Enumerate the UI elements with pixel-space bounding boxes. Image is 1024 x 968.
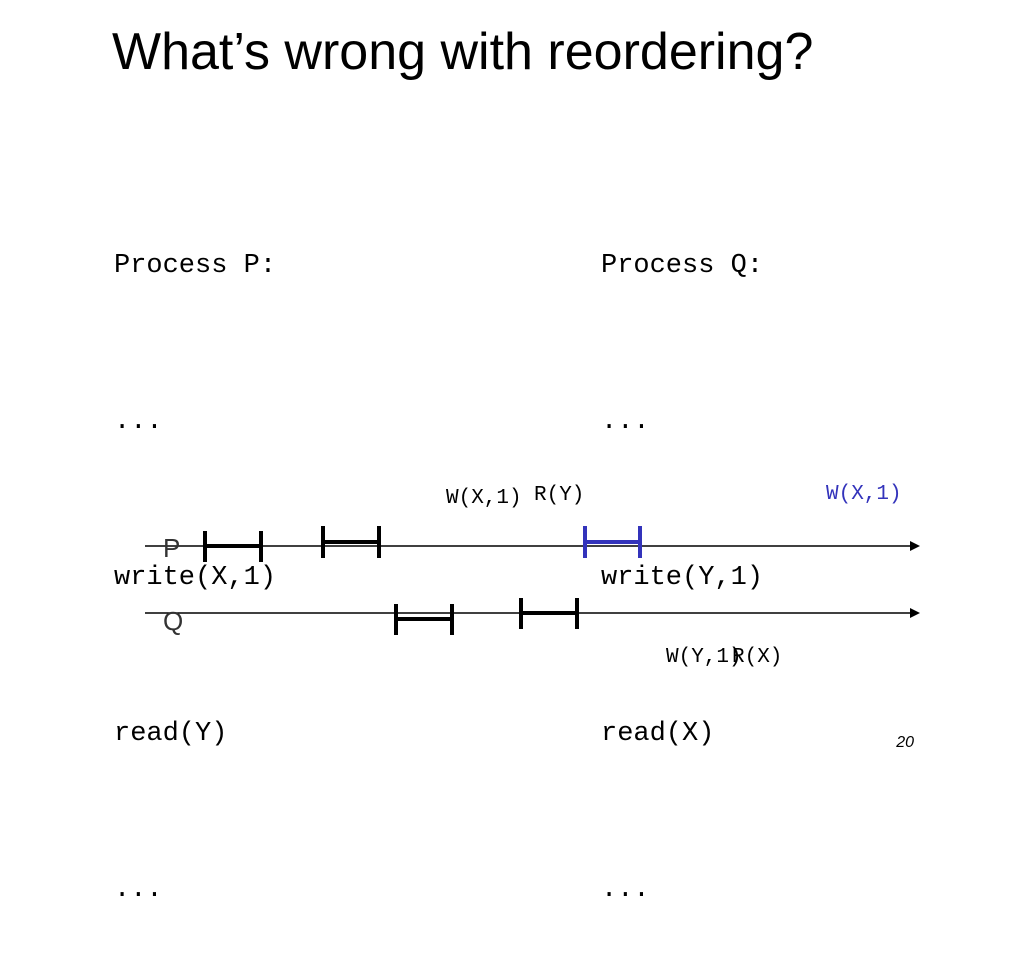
q-operation-interval [519, 598, 579, 629]
p-write-x-label: W(X,1) [446, 487, 522, 510]
process-q-line: ... [601, 875, 650, 905]
process-p-line: read(Y) [114, 719, 228, 749]
process-q-line: ... [601, 407, 650, 437]
q-operation-interval [394, 604, 454, 635]
process-p-line: Process P: [114, 251, 277, 281]
process-q-line: read(X) [601, 719, 715, 749]
process-p-code: Process P: ... write(X,1) read(Y) ... [114, 136, 276, 968]
page-number: 20 [896, 734, 914, 751]
p-moved-write-x-label: W(X,1) [826, 483, 902, 506]
p-read-y-label: R(Y) [534, 484, 584, 507]
q-timeline-label: Q [163, 606, 183, 636]
q-timeline-arrowhead [910, 608, 920, 618]
p-timeline-label: P [163, 533, 180, 563]
p-timeline-arrowhead [910, 541, 920, 551]
process-p-line: ... [114, 875, 163, 905]
slide-title: What’s wrong with reordering? [112, 23, 814, 81]
timeline-diagram: P Q W(X,1) R(Y) W(X,1) W(Y,1) R(X) [145, 483, 920, 669]
process-q-line: Process Q: [601, 251, 764, 281]
p-operation-interval [321, 526, 381, 558]
p-moved-write-interval [583, 526, 642, 558]
process-q-line: write(Y,1) [601, 563, 764, 593]
q-write-y-label: W(Y,1) [666, 646, 742, 669]
process-p-line: write(X,1) [114, 563, 277, 593]
p-operation-interval [203, 531, 263, 562]
process-p-line: ... [114, 407, 163, 437]
q-read-x-label: R(X) [732, 646, 782, 669]
